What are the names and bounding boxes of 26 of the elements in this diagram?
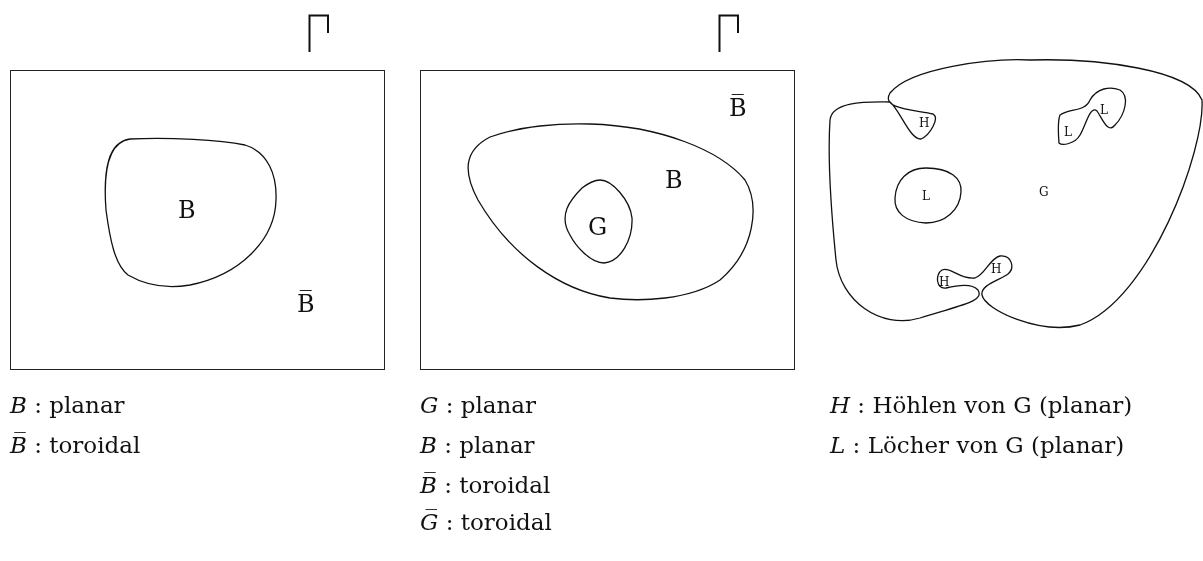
- legend-text: L : Löcher von G (planar): [830, 434, 1125, 457]
- region-label: L: [1100, 104, 1108, 116]
- region-label: B̅: [729, 96, 747, 120]
- region-label: B: [178, 198, 196, 222]
- legend-text: G : planar: [420, 394, 537, 417]
- region-label: G: [588, 215, 608, 239]
- region-outline: [893, 166, 963, 224]
- region-label: H: [991, 263, 1002, 275]
- region-outline: [1058, 86, 1128, 146]
- legend-text: B : planar: [10, 394, 125, 417]
- region-outline: [828, 58, 1203, 330]
- region-frame: [10, 70, 385, 370]
- region-label: L: [1064, 126, 1072, 138]
- legend-text: H : Höhlen von G (planar): [830, 394, 1133, 417]
- legend-text: G̅ : toroidal: [420, 511, 552, 534]
- region-label: H: [939, 276, 950, 288]
- legend-text: B : planar: [420, 434, 535, 457]
- legend-text: B̅ : toroidal: [10, 434, 141, 457]
- region-outline: [104, 137, 278, 287]
- region-frame: [420, 70, 795, 370]
- region-label: B̅: [297, 292, 315, 316]
- region-label: L: [922, 190, 930, 202]
- legend-text: B̅ : toroidal: [420, 474, 551, 497]
- region-label: G: [1039, 186, 1049, 198]
- region-label: H: [919, 117, 930, 129]
- region-label: B: [665, 168, 683, 192]
